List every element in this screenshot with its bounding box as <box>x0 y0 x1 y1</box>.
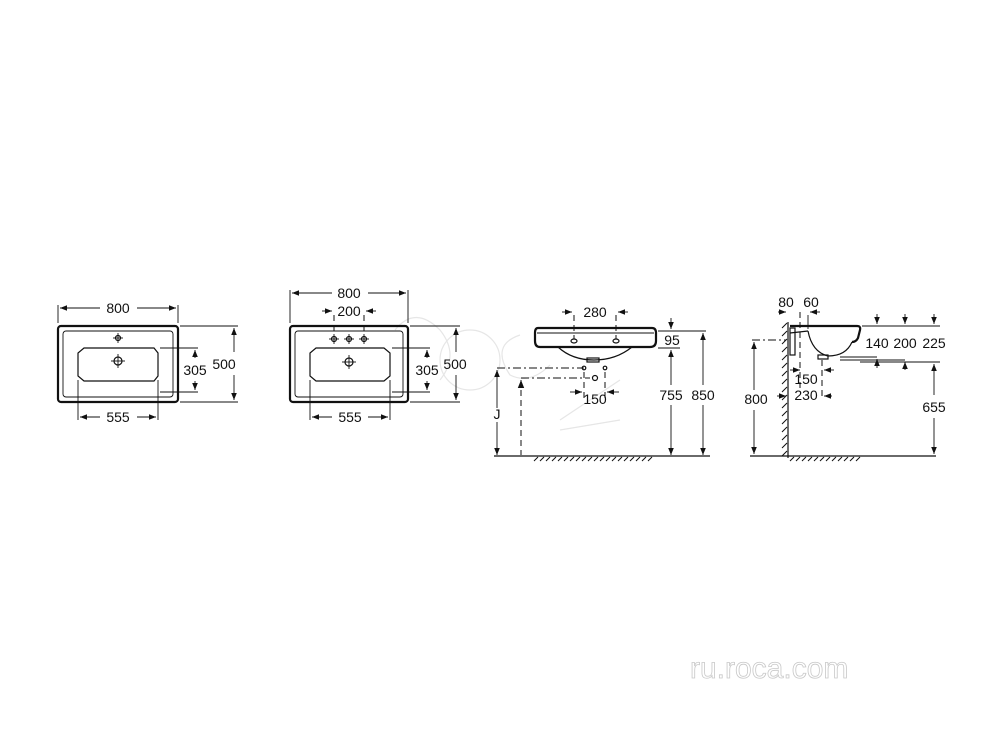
view-top-three-hole: 800 200 500 305 555 <box>288 285 467 425</box>
dim-depth-200: 200 <box>893 335 917 351</box>
dim-height-850: 850 <box>691 387 715 403</box>
view-side-elevation: 80 60 140 200 225 655 150 230 800 <box>744 294 946 462</box>
dim-width-800: 800 <box>337 285 361 301</box>
dim-underside-655: 655 <box>922 399 946 415</box>
dim-waste-150: 150 <box>583 391 607 407</box>
dim-waste-230: 230 <box>794 387 818 403</box>
dim-fixing-800: 800 <box>744 391 768 407</box>
dim-tap-60: 60 <box>803 294 819 310</box>
view-front-elevation: 280 95 755 850 150 J <box>494 304 715 462</box>
dim-tap-spacing-200: 200 <box>337 303 361 319</box>
roca-watermark-logo <box>394 316 621 431</box>
dim-bowl-555: 555 <box>106 409 130 425</box>
dim-depth-500: 500 <box>212 356 236 372</box>
dim-overflow-280: 280 <box>583 304 607 320</box>
dim-bowl-305: 305 <box>415 362 439 378</box>
watermark-url: ru.roca.com <box>690 652 848 685</box>
dim-waste-150: 150 <box>794 371 818 387</box>
dim-depth-140: 140 <box>865 335 889 351</box>
dim-wall-80: 80 <box>778 294 794 310</box>
dim-width-800: 800 <box>106 300 130 316</box>
dim-bowl-555: 555 <box>338 409 362 425</box>
view-top-single-hole: 800 500 305 555 <box>56 300 238 425</box>
dim-trap-J: J <box>494 406 501 422</box>
floor-hatch <box>533 456 653 462</box>
dim-depth-225: 225 <box>922 335 946 351</box>
dim-bowl-305: 305 <box>183 362 207 378</box>
dim-height-755: 755 <box>659 387 683 403</box>
wall-hatch <box>781 322 788 457</box>
dim-depth-500: 500 <box>443 356 467 372</box>
dim-rim-95: 95 <box>664 332 680 348</box>
